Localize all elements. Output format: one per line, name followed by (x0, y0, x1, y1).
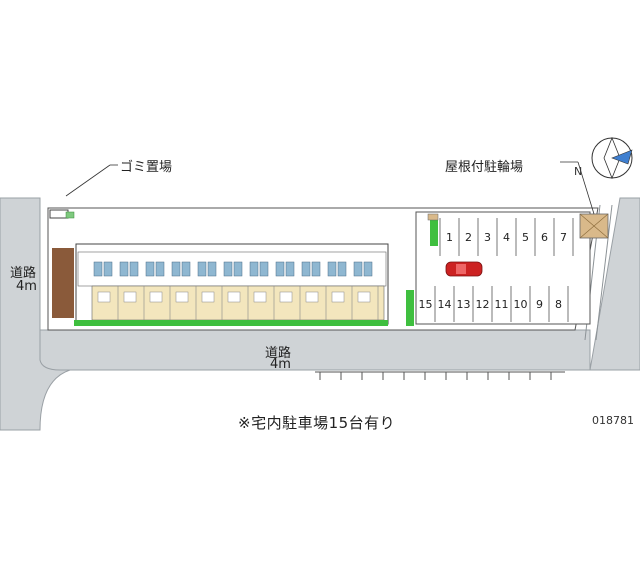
fence (315, 371, 565, 380)
unit-window (275, 261, 285, 277)
unit-window (259, 261, 269, 277)
garbage-area (49, 209, 69, 219)
parking-slot-number: 13 (457, 298, 471, 311)
compass-icon (591, 136, 633, 180)
unit-window (223, 261, 233, 277)
parking-slot-number: 11 (495, 298, 509, 311)
bike-shelter-label: 屋根付駐輪場 (445, 160, 524, 175)
unit-window (363, 261, 373, 277)
parking-slot-number: 5 (522, 231, 529, 244)
unit-window (301, 261, 311, 277)
unit-window (327, 261, 337, 277)
unit-window (249, 261, 259, 277)
road-left-name: 道路 (10, 266, 37, 281)
parking-slot-number: 4 (503, 231, 510, 244)
unit-room (175, 291, 189, 303)
unit-window (337, 261, 347, 277)
car (445, 261, 483, 277)
compass-north-letter: N (574, 165, 583, 178)
unit-window (233, 261, 243, 277)
unit-room (123, 291, 137, 303)
unit-window (93, 261, 103, 277)
parking-slot-number: 8 (555, 298, 562, 311)
unit-room (201, 291, 215, 303)
unit-window (353, 261, 363, 277)
unit-room (149, 291, 163, 303)
parking-slot-number: 6 (541, 231, 548, 244)
brick-wall (52, 248, 74, 318)
road-bottom-width: 4m (270, 357, 291, 372)
parking-slot-number: 2 (465, 231, 472, 244)
parking-slot-number: 1 (446, 231, 453, 244)
unit-window (129, 261, 139, 277)
unit-window (311, 261, 321, 277)
parking-slot-number: 14 (438, 298, 452, 311)
unit-room (331, 291, 345, 303)
parking-slot-number: 7 (560, 231, 567, 244)
parking-slot-number: 12 (476, 298, 490, 311)
road-left-width: 4m (16, 279, 37, 294)
unit-room (357, 291, 371, 303)
apartment-building (74, 243, 389, 326)
parking-slot-number: 9 (536, 298, 543, 311)
unit-window (197, 261, 207, 277)
unit-window (285, 261, 295, 277)
unit-room (279, 291, 293, 303)
parking-slot-number: 10 (514, 298, 528, 311)
parking-slot-number: 15 (419, 298, 433, 311)
unit-window (171, 261, 181, 277)
unit-room (305, 291, 319, 303)
unit-room (253, 291, 267, 303)
road-right (589, 197, 640, 371)
unit-window (103, 261, 113, 277)
map-id: 018781 (592, 414, 634, 427)
unit-window (119, 261, 129, 277)
road-bottom (39, 329, 591, 371)
garbage-label: ゴミ置場 (120, 160, 173, 175)
road-bottom-name: 道路 (265, 346, 292, 361)
unit-window (155, 261, 165, 277)
unit-window (207, 261, 217, 277)
parking-slot-number: 3 (484, 231, 491, 244)
unit-room (97, 291, 111, 303)
parking-note: ※宅内駐車場15台有り (238, 414, 396, 432)
unit-window (181, 261, 191, 277)
unit-room (227, 291, 241, 303)
unit-window (145, 261, 155, 277)
